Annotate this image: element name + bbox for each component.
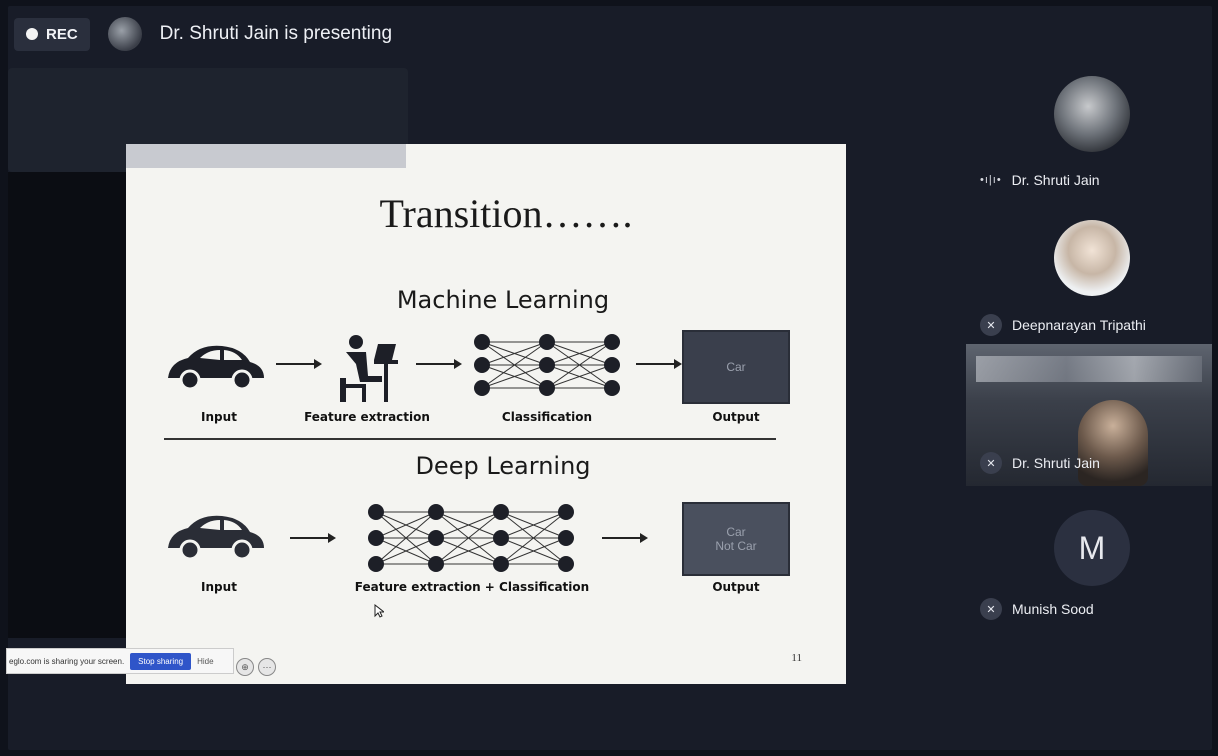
participant-name-text: Dr. Shruti Jain <box>1011 172 1100 188</box>
section-divider <box>164 438 776 440</box>
slide-page-number: 11 <box>791 652 802 664</box>
participant-tile[interactable]: ✕ Deepnarayan Tripathi <box>966 212 1212 354</box>
avatar <box>1054 220 1130 296</box>
ml-classification-label: Classification <box>501 410 593 424</box>
neural-network-icon <box>368 504 574 572</box>
arrow-right-icon <box>276 359 322 369</box>
arrow-right-icon <box>416 359 462 369</box>
avatar <box>1054 76 1130 152</box>
dl-input-label: Input <box>201 580 237 594</box>
dl-feature-label: Feature extraction + Classification <box>354 580 590 594</box>
ml-input-label: Input <box>201 410 237 424</box>
zoom-icon[interactable]: ⊕ <box>236 658 254 676</box>
more-icon[interactable]: ⋯ <box>258 658 276 676</box>
dl-output-text-notcar: Not Car <box>715 539 757 553</box>
participant-name: ✕ Munish Sood <box>980 598 1094 620</box>
shared-slide: Transition……. Machine Learning Input Fea… <box>126 144 846 684</box>
avatar: M <box>1054 510 1130 586</box>
car-icon <box>168 345 264 391</box>
presenter-avatar <box>107 17 142 51</box>
dl-output-label: Output <box>712 580 760 594</box>
screen-share-bar: eglo.com is sharing your screen. Stop sh… <box>6 648 234 674</box>
participant-name-text: Dr. Shruti Jain <box>1012 455 1100 471</box>
ml-output-box: Car <box>682 330 790 404</box>
background-window-titlebar <box>126 144 406 168</box>
ml-feature-label: Feature extraction <box>304 410 430 424</box>
stage-background <box>8 172 126 638</box>
participant-name-text: Munish Sood <box>1012 601 1094 617</box>
mic-off-icon: ✕ <box>980 598 1002 620</box>
participant-name: ✕ Deepnarayan Tripathi <box>980 314 1146 336</box>
ml-section-title: Machine Learning <box>396 286 610 314</box>
video-background <box>976 356 1202 382</box>
share-message: eglo.com is sharing your screen. <box>9 656 125 666</box>
participant-tile[interactable]: •ı|ı• Dr. Shruti Jain <box>966 70 1212 212</box>
recording-indicator: REC <box>14 17 90 51</box>
stop-sharing-button[interactable]: Stop sharing <box>130 652 192 670</box>
record-dot-icon <box>26 28 38 40</box>
arrow-right-icon <box>636 359 682 369</box>
slide-title: Transition……. <box>379 191 633 236</box>
slide-nav-controls: ⊕ ⋯ <box>236 658 276 676</box>
person-computer-icon <box>340 335 398 402</box>
mic-off-icon: ✕ <box>980 314 1002 336</box>
dl-section-title: Deep Learning <box>415 452 591 480</box>
mouse-cursor-icon <box>374 604 384 618</box>
participant-name-text: Deepnarayan Tripathi <box>1012 317 1146 333</box>
participant-name: •ı|ı• Dr. Shruti Jain <box>980 172 1100 188</box>
hide-button[interactable]: Hide <box>197 656 214 666</box>
mic-off-icon: ✕ <box>980 452 1002 474</box>
participant-tile[interactable]: M ✕ Munish Sood <box>966 500 1212 642</box>
ml-output-label: Output <box>712 410 760 424</box>
arrow-right-icon <box>290 533 336 543</box>
participant-name: ✕ Dr. Shruti Jain <box>980 452 1100 474</box>
video-person <box>1078 400 1148 486</box>
avatar-initial: M <box>1078 529 1106 566</box>
car-icon <box>168 515 264 561</box>
rec-label: REC <box>46 25 78 43</box>
arrow-right-icon <box>602 533 648 543</box>
dl-output-text-car: Car <box>726 525 746 539</box>
presenting-status: Dr. Shruti Jain is presenting <box>159 23 393 44</box>
neural-network-icon <box>474 334 620 396</box>
ml-output-text: Car <box>726 360 746 374</box>
top-bar: REC Dr. Shruti Jain is presenting <box>14 12 1204 56</box>
participant-video-tile[interactable]: ✕ Dr. Shruti Jain <box>966 344 1212 486</box>
dl-output-box: Car Not Car <box>682 502 790 576</box>
audio-wave-icon: •ı|ı• <box>980 174 1002 186</box>
